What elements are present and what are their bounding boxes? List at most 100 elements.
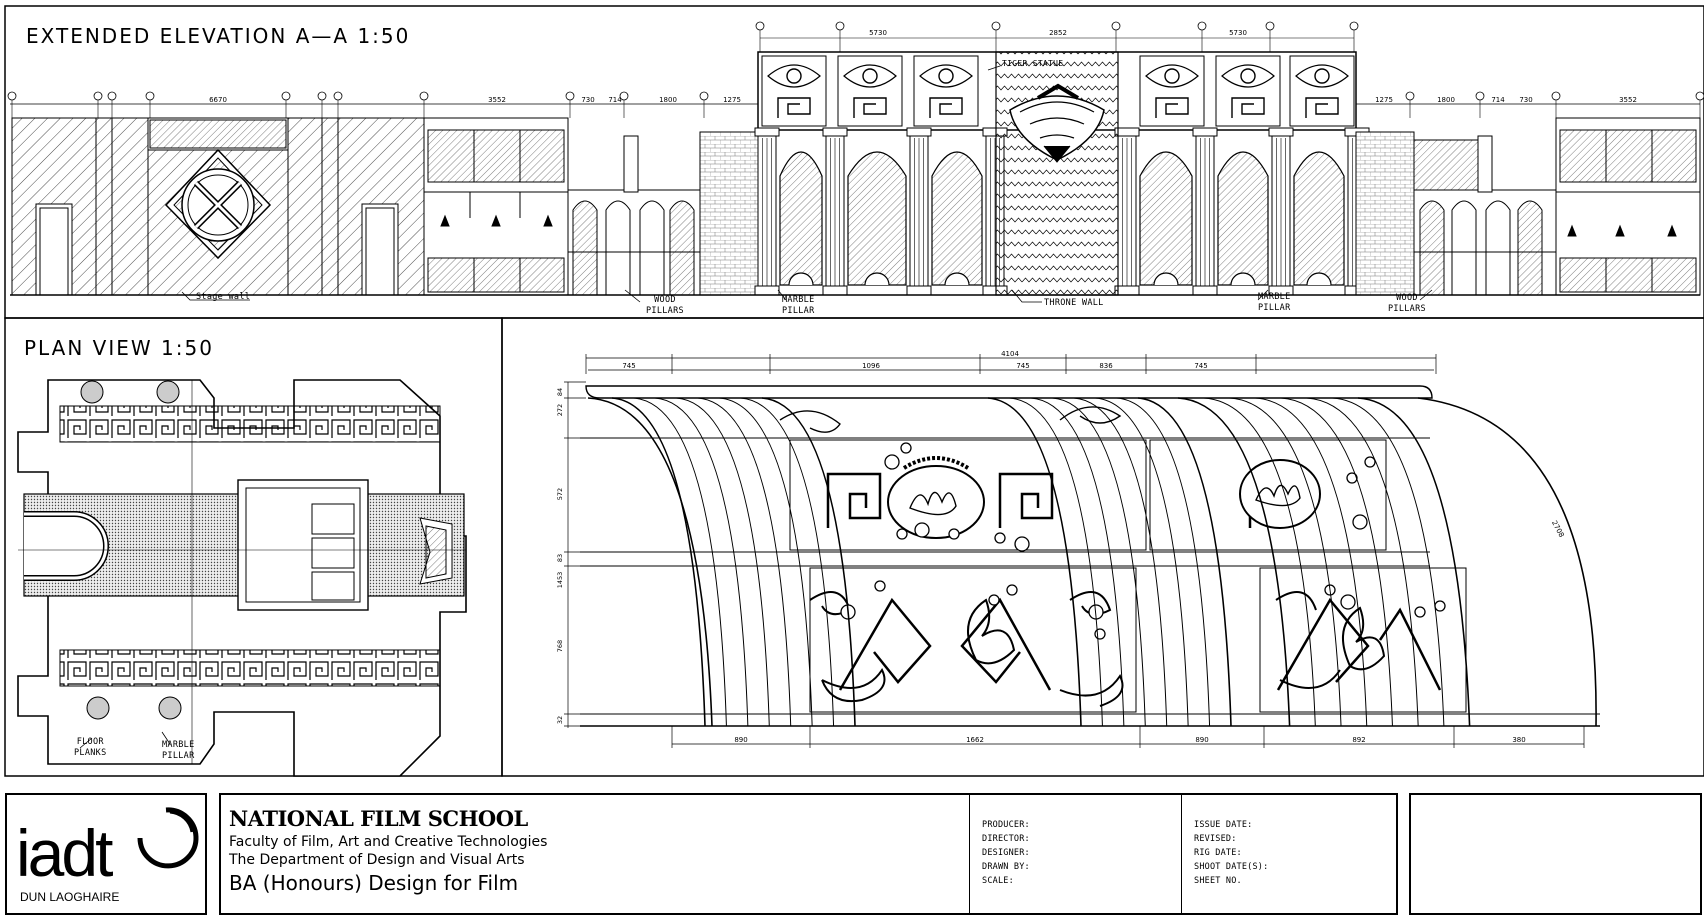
tiger-statue	[1009, 83, 1105, 163]
detail-dim-top-4: 745	[1194, 362, 1207, 370]
detail-dim-bottom-2: 890	[1195, 736, 1208, 744]
dim-5: 1275	[723, 96, 741, 104]
ornament-bead	[1364, 456, 1376, 468]
label-floor-planks: FLOOR PLANKS	[74, 737, 107, 758]
throne-arch	[931, 151, 983, 286]
title-block-divider-2	[1181, 795, 1182, 913]
dim-6: 5730	[869, 29, 887, 37]
grid-marker	[107, 91, 117, 101]
wood-pillars-right	[1413, 135, 1557, 296]
field-right-1: REVISED:	[1194, 834, 1237, 844]
throne-arch	[1139, 151, 1193, 286]
grid-marker	[991, 21, 1001, 31]
detail-dim-left-6: 32	[556, 716, 564, 724]
grid-marker	[1197, 21, 1207, 31]
dim-13: 3552	[1619, 96, 1637, 104]
title-block-main	[219, 793, 1398, 915]
frieze-cell	[761, 55, 827, 127]
title-block-divider-1	[969, 795, 970, 913]
department-name: The Department of Design and Visual Arts	[229, 852, 525, 868]
detail-dim-left-0: 84	[556, 388, 564, 396]
ornament-bead	[900, 442, 912, 454]
dim-2: 730	[581, 96, 594, 104]
throne-arch	[847, 151, 907, 286]
detail-dim-bottom-1: 1662	[966, 736, 984, 744]
label-marble-pillar-left: MARBLE PILLAR	[782, 295, 815, 316]
ornament-bead	[1094, 628, 1106, 640]
detail-dim-left-4: 1453	[556, 572, 564, 589]
cornice-detail	[564, 354, 1600, 748]
elevation-title: EXTENDED ELEVATION A—A 1:50	[26, 24, 411, 48]
throne-arch	[1293, 151, 1345, 286]
grid-marker	[1695, 91, 1704, 101]
plan-title: PLAN VIEW 1:50	[24, 336, 214, 360]
grid-marker	[755, 21, 765, 31]
dim-10: 1800	[1437, 96, 1455, 104]
grid-marker	[419, 91, 429, 101]
field-right-0: ISSUE DATE:	[1194, 820, 1253, 830]
ornament-bead	[874, 580, 886, 592]
ornament-bead	[914, 522, 930, 538]
dim-11: 714	[1491, 96, 1505, 104]
detail-dim-top-3: 836	[1099, 362, 1113, 370]
ornament-bead	[1340, 594, 1356, 610]
marble-pillars	[754, 127, 1370, 296]
field-right-3: SHOOT DATE(S):	[1194, 862, 1269, 872]
label-tiger-statue: TIGER STATUE	[1002, 59, 1064, 68]
grid-marker	[1349, 21, 1359, 31]
field-left-1: DIRECTOR:	[982, 834, 1030, 844]
fluted-cornice	[587, 397, 1597, 727]
detail-dim-arc: 2708	[1550, 519, 1565, 538]
dim-4: 1800	[659, 96, 677, 104]
title-block-logo-box	[5, 793, 207, 915]
ornament-bead	[948, 528, 960, 540]
ornament-bead	[896, 528, 908, 540]
detail-dim-bottom-0: 890	[734, 736, 747, 744]
title-block-stamp-box	[1409, 793, 1702, 915]
course-name: BA (Honours) Design for Film	[229, 871, 519, 895]
grid-marker	[1265, 21, 1275, 31]
frieze-cell	[1215, 55, 1281, 127]
field-left-2: DESIGNER:	[982, 848, 1030, 858]
detail-dim-left-1: 272	[556, 404, 564, 416]
elevation-grid-markers	[7, 21, 1704, 118]
field-right-4: SHEET NO.	[1194, 876, 1242, 886]
grid-marker	[145, 91, 155, 101]
grid-marker	[835, 21, 845, 31]
throne-wall	[995, 51, 1119, 296]
ornament-bead	[1352, 514, 1368, 530]
frieze-cell	[913, 55, 979, 127]
detail-dim-bottom-4: 380	[1512, 736, 1525, 744]
grid-marker	[281, 91, 291, 101]
dim-1: 3552	[488, 96, 506, 104]
grid-marker	[1111, 21, 1121, 31]
iadt-logo: iadt DUN LAOGHAIRE	[14, 800, 200, 908]
school-name: NATIONAL FILM SCHOOL	[229, 806, 528, 831]
field-left-3: DRAWN BY:	[982, 862, 1030, 872]
throne-arch	[779, 151, 823, 286]
ornament-bead	[884, 454, 900, 470]
ornament-bead	[1434, 600, 1446, 612]
grid-marker	[1475, 91, 1485, 101]
dim-8: 5730	[1229, 29, 1247, 37]
frieze-cell	[1289, 55, 1355, 127]
dim-9: 1275	[1375, 96, 1393, 104]
faculty-name: Faculty of Film, Art and Creative Techno…	[229, 834, 548, 850]
detail-dim-left-5: 768	[556, 640, 564, 652]
detail-dim-total: 4104	[1001, 350, 1019, 358]
grid-marker	[93, 91, 103, 101]
title-fields-left: PRODUCER:DIRECTOR:DESIGNER:DRAWN BY:SCAL…	[982, 818, 1030, 888]
field-right-2: RIG DATE:	[1194, 848, 1242, 858]
dim-12: 730	[1519, 96, 1532, 104]
grid-marker	[565, 91, 575, 101]
detail-frame	[501, 317, 1704, 777]
label-wood-pillars-right: WOOD PILLARS	[1388, 293, 1426, 314]
detail-dim-left-3: 83	[556, 554, 564, 562]
grid-marker	[619, 91, 629, 101]
label-marble-pillar-right: MARBLE PILLAR	[1258, 292, 1291, 313]
grid-marker	[317, 91, 327, 101]
iadt-logo-sub: DUN LAOGHAIRE	[20, 890, 120, 904]
throne-arch	[1217, 151, 1269, 286]
label-stage-wall: Stage wall	[196, 292, 251, 302]
